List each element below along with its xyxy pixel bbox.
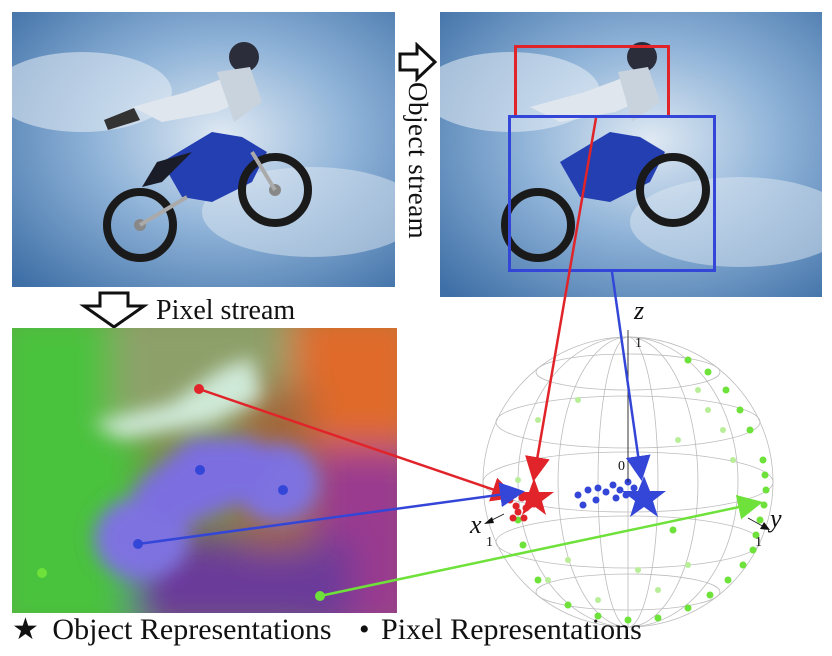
input-photo (12, 12, 395, 287)
x-tick: 1 (486, 535, 493, 550)
rider-and-bike (103, 42, 312, 262)
bike-object-star (622, 476, 666, 517)
right-arrow-icon (398, 42, 438, 82)
rider-pixel-arrow (198, 387, 517, 502)
origin-tick: 0 (618, 459, 625, 474)
x-axis-label: x (470, 510, 482, 539)
rider-object-star (514, 478, 554, 515)
star-icon: ★ (12, 613, 39, 646)
y-axis-label: y (770, 504, 782, 533)
background-pixel-arrow (319, 494, 763, 598)
rider-box-arrow (525, 117, 598, 482)
bike-pixel-arrow (137, 482, 525, 546)
dot-icon: • (359, 613, 370, 646)
bike-box-arrow (610, 271, 651, 481)
object-stream-photo (440, 12, 822, 297)
object-stream-label: Object stream (403, 82, 433, 240)
down-arrow-icon (79, 291, 149, 329)
legend-pixel-label: Pixel Representations (381, 613, 642, 646)
pixel-stream-label: Pixel stream (156, 295, 296, 326)
z-tick: 1 (635, 336, 642, 351)
z-axis-label: z (634, 296, 645, 325)
bike-bounding-box (508, 115, 716, 272)
legend-object-label: Object Representations (52, 613, 332, 646)
legend: ★ Object Representations • Pixel Represe… (12, 612, 642, 647)
y-tick: 1 (755, 535, 762, 550)
